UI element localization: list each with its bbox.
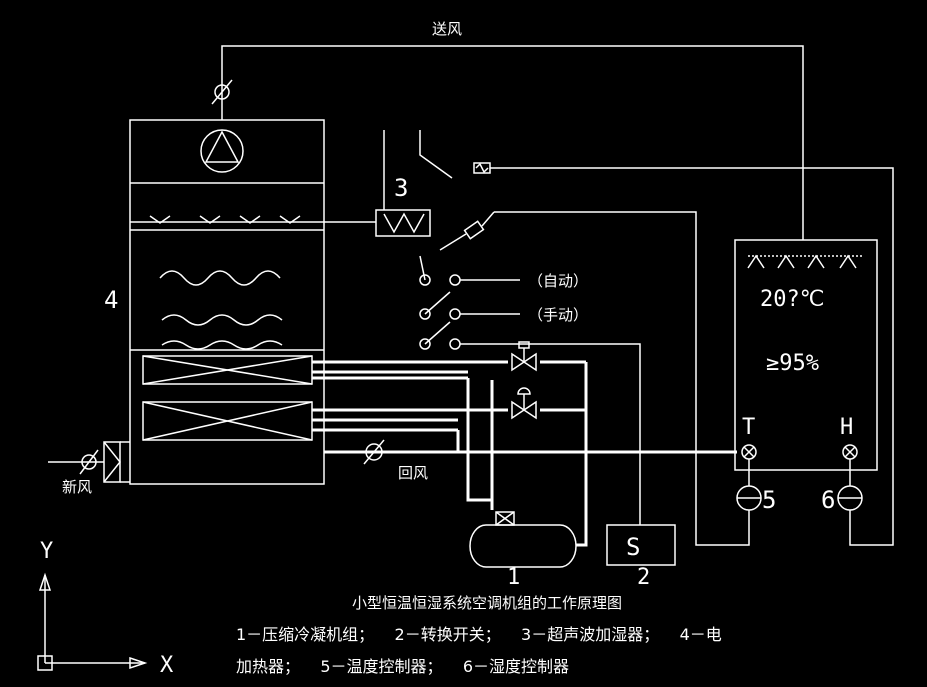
humidity-reading: ≥95%	[766, 351, 819, 376]
cooling-coil	[142, 401, 313, 441]
fan-icon	[200, 129, 244, 173]
component-5-label: 5	[762, 486, 776, 514]
electric-heater-coils	[159, 270, 283, 350]
evaporator-coil	[142, 355, 313, 385]
component-6-label: 6	[821, 486, 835, 514]
refrigerant-piping	[312, 360, 588, 547]
supply-air-label: 送风	[432, 20, 462, 38]
switch-box-s	[606, 524, 676, 566]
control-panel	[734, 239, 878, 471]
supply-air-duct	[221, 45, 804, 240]
ultrasonic-humidifier	[375, 130, 491, 237]
fresh-air-inlet	[48, 441, 130, 483]
h-sensor-label: H	[840, 415, 853, 440]
compressor-condenser-unit	[469, 511, 577, 568]
supply-damper	[211, 79, 233, 105]
diagram-title: 小型恒温恒湿系统空调机组的工作原理图	[352, 594, 622, 612]
coordinate-axes	[37, 572, 148, 671]
humidifier-spray-icon	[130, 215, 376, 224]
expansion-valve-upper	[511, 341, 537, 372]
legend-line-1: 1－压缩冷凝机组； 2－转换开关； 3－超声波加湿器； 4－电	[236, 625, 722, 644]
component-4-label: 4	[104, 286, 118, 314]
component-1-label: 1	[507, 565, 520, 590]
humidity-sensor-icon	[842, 444, 858, 460]
humidity-controller-icon	[490, 167, 894, 546]
axis-x-label: X	[160, 653, 174, 678]
component-3-label: 3	[394, 174, 408, 202]
fresh-air-label: 新风	[62, 478, 92, 496]
legend-line-2: 加热器； 5－温度控制器； 6－湿度控制器	[236, 657, 569, 676]
manual-label: （手动）	[528, 306, 588, 324]
temperature-controller-icon	[494, 211, 762, 546]
temperature-sensor-icon	[741, 444, 757, 460]
air-handling-unit	[129, 119, 325, 485]
return-air-label: 回风	[398, 464, 428, 482]
changeover-switches	[419, 211, 641, 525]
component-2-label: 2	[637, 565, 650, 590]
switch-box-label: S	[626, 533, 640, 561]
t-sensor-label: T	[742, 415, 755, 440]
expansion-valve-lower	[511, 387, 537, 420]
return-air-duct	[324, 439, 737, 465]
auto-label: （自动）	[528, 272, 588, 290]
temperature-reading: 20?℃	[760, 287, 824, 312]
axis-y-label: Y	[40, 539, 53, 564]
